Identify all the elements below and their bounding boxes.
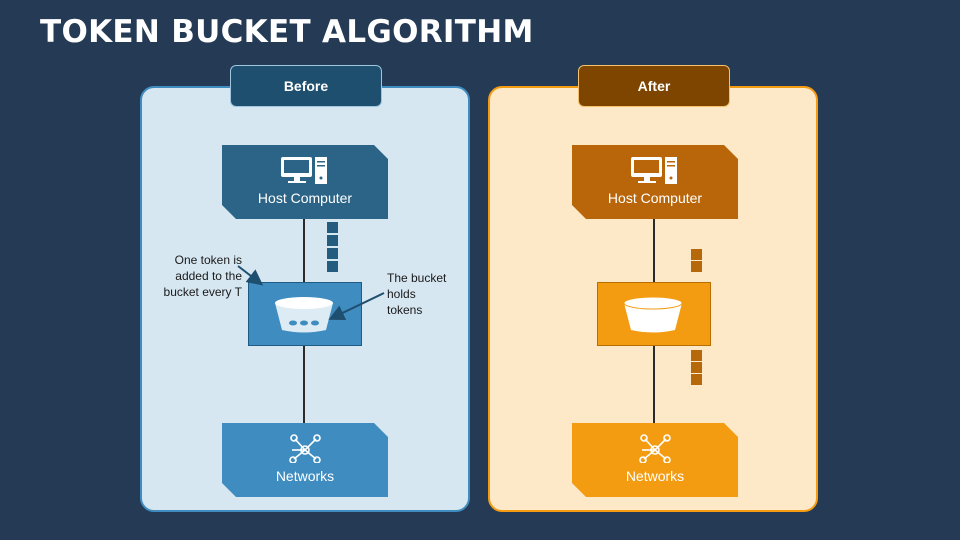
after-networks-node: Networks — [572, 423, 738, 497]
desktop-computer-icon — [631, 157, 677, 184]
bucket-icon — [275, 297, 333, 333]
network-hub-icon — [289, 434, 321, 463]
after-token-bottom-2 — [691, 362, 702, 373]
before-connector-top — [303, 218, 305, 282]
before-token-2 — [327, 235, 338, 246]
before-networks-label: Networks — [275, 468, 335, 484]
slide-title: TOKEN BUCKET ALGORITHM — [40, 14, 534, 50]
after-token-top-2 — [691, 261, 702, 272]
bucket-icon — [623, 296, 683, 333]
after-connector-top — [653, 218, 655, 282]
before-bucket-box — [248, 282, 362, 346]
before-connector-bottom — [303, 346, 305, 424]
bucket-holds-arrow — [328, 292, 385, 321]
after-token-bottom-3 — [691, 374, 702, 385]
after-tab: After — [578, 65, 730, 107]
desktop-computer-icon — [281, 157, 327, 184]
after-host-computer-node: Host Computer — [572, 145, 738, 219]
token-added-arrow — [237, 265, 264, 286]
before-host-computer-node: Host Computer — [222, 145, 388, 219]
before-host-label: Host Computer — [257, 190, 353, 206]
bucket-holds-note: The bucket holds tokens — [387, 271, 447, 317]
network-hub-icon — [639, 434, 671, 463]
before-networks-node: Networks — [222, 423, 388, 497]
after-host-label: Host Computer — [607, 190, 703, 206]
after-token-bottom-1 — [691, 350, 702, 361]
token-added-note: One token is added to the bucket every T — [163, 253, 242, 299]
before-token-4 — [327, 261, 338, 272]
after-networks-label: Networks — [625, 468, 685, 484]
after-bucket-box — [597, 282, 711, 346]
after-token-top-1 — [691, 249, 702, 260]
after-connector-bottom — [653, 346, 655, 424]
before-tab: Before — [230, 65, 382, 107]
before-token-3 — [327, 248, 338, 259]
before-token-1 — [327, 222, 338, 233]
